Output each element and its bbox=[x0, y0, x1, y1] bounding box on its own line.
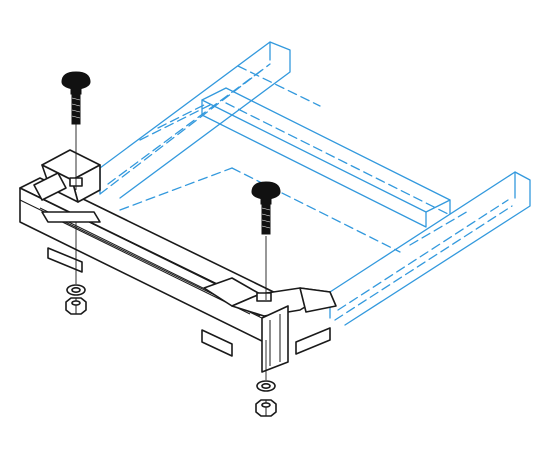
bolt-axis-lines bbox=[75, 124, 267, 380]
near-side-rail bbox=[329, 171, 531, 326]
carriage-bolt-icon bbox=[251, 181, 281, 235]
far-side-rail bbox=[99, 41, 291, 199]
carriage-bolt-icon bbox=[61, 71, 91, 125]
washer-icon bbox=[66, 284, 86, 296]
hex-nut-icon bbox=[255, 399, 277, 417]
rail-return-lines bbox=[119, 167, 401, 253]
left-bracket-tab bbox=[47, 247, 83, 273]
hex-nut-icon bbox=[65, 297, 87, 315]
washer-icon bbox=[256, 380, 276, 392]
right-bracket-tab-left bbox=[201, 329, 233, 357]
right-corner-bracket-icon bbox=[201, 277, 337, 373]
right-bolt-hole bbox=[256, 292, 272, 302]
rung-stubs bbox=[139, 65, 321, 141]
left-corner-bracket-icon bbox=[33, 149, 101, 273]
ladder-rung bbox=[201, 87, 451, 228]
right-bracket-tab-right bbox=[295, 327, 331, 355]
bracket-web bbox=[261, 305, 289, 373]
